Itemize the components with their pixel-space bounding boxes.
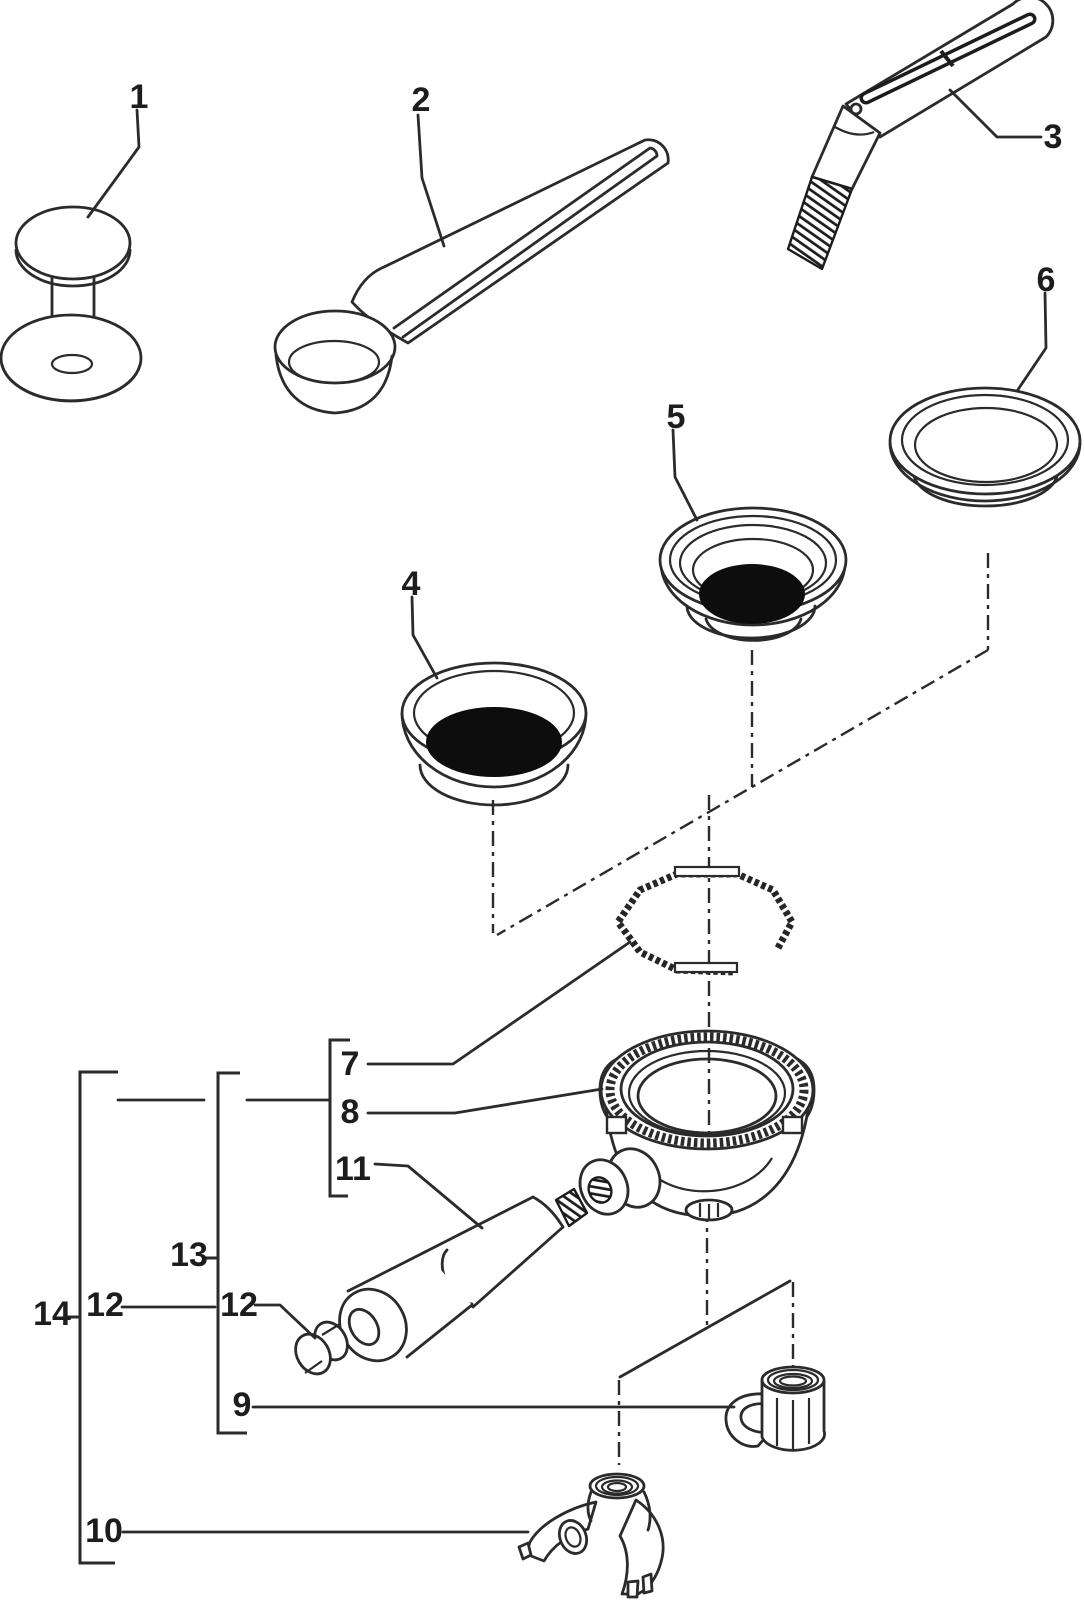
callout-3: 3 [1044,118,1063,156]
part-8-portafilter-body [578,1029,816,1222]
part-9-single-spout [724,1365,826,1452]
callout-12-right: 12 [220,1286,258,1324]
leader-4 [410,595,439,680]
bracket-13 [216,1071,247,1435]
part-12-handle-cap [294,1320,349,1376]
callout-6: 6 [1037,261,1056,299]
callout-10: 10 [85,1512,123,1550]
leader-11 [373,1162,484,1230]
callout-8: 8 [341,1093,360,1131]
leader-5 [671,428,699,522]
callout-11: 11 [335,1150,371,1188]
portafilter-neck-nut [578,1147,662,1216]
callout-9: 9 [233,1386,252,1424]
leader-7 [366,940,632,1066]
callout-leaders [67,88,1048,1565]
part-10-double-spout [517,1472,665,1599]
coffee-fill-basket-4 [426,707,562,777]
callout-labels: 1 2 3 4 5 6 7 8 9 10 11 12 12 13 14 [33,78,1062,1550]
part-4-filter-basket-two-cup [400,661,588,807]
callout-1: 1 [130,78,149,116]
part-2-measuring-scoop [273,138,670,415]
part-3-cleaning-brush [786,0,1055,271]
leader-1 [86,108,141,219]
part-5-filter-basket-one-cup [658,506,848,642]
callout-12-left: 12 [86,1286,124,1324]
leader-2 [416,113,446,248]
callout-7: 7 [341,1045,360,1083]
callout-4: 4 [402,565,421,603]
leader-8 [366,1087,604,1115]
leader-12-right [253,1303,317,1340]
leader-6 [1015,291,1048,393]
centerline-connector-diagonal [618,1279,792,1379]
callout-14: 14 [33,1295,71,1333]
callout-2: 2 [412,81,431,119]
bracket-group-7-8-11 [328,1038,350,1198]
part-6-filter-basket-blind [888,386,1082,508]
part-11-handle [338,1187,589,1363]
part-7-retaining-spring [614,865,796,976]
coffee-fill-basket-5 [699,564,805,624]
part-1-tamper [0,205,143,403]
centerline-diagonal [496,648,989,937]
leader-3 [948,88,1043,139]
callout-5: 5 [667,398,686,436]
callout-13: 13 [170,1236,208,1274]
